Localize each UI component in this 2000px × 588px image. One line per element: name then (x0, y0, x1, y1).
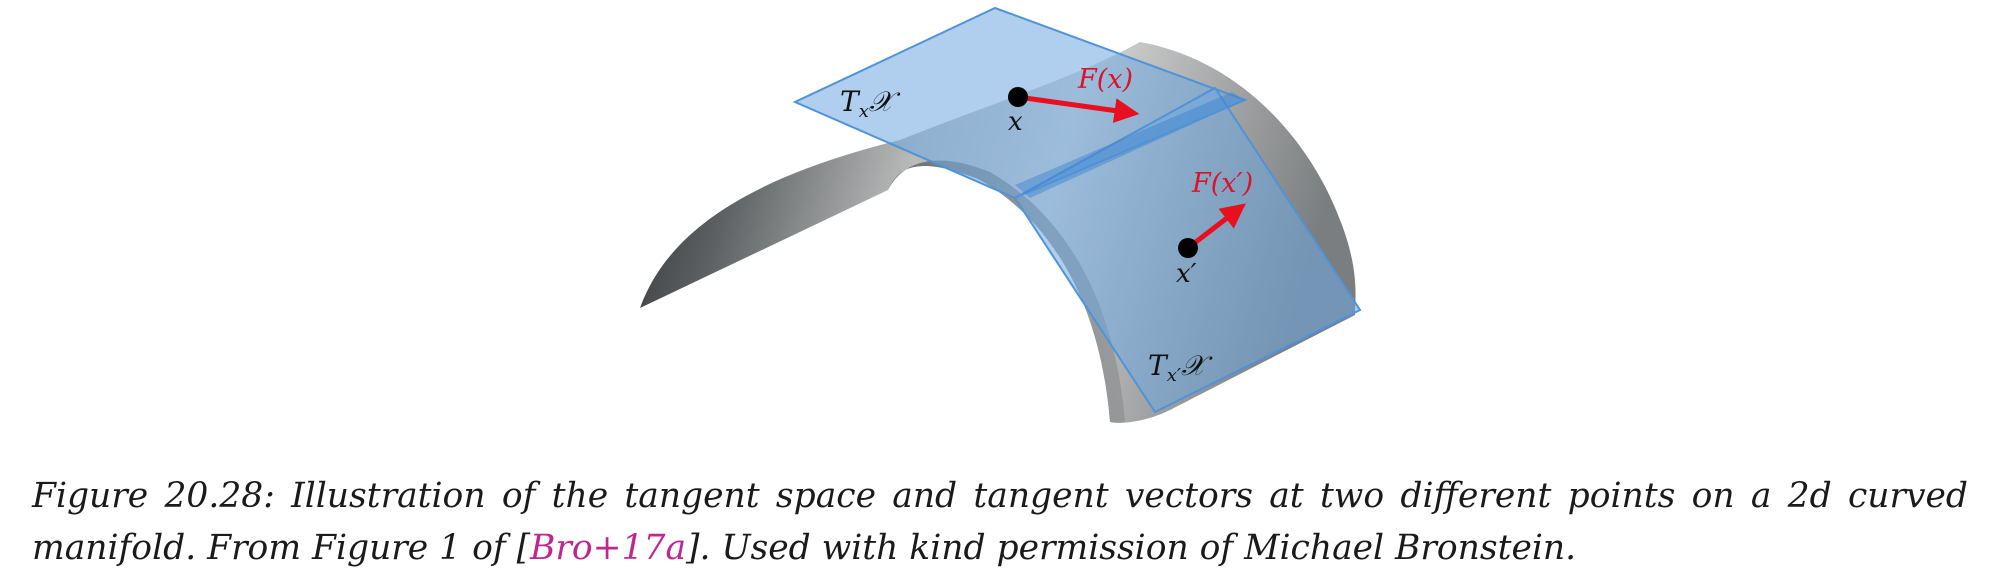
label-tangent-space-2: Tx′𝒳 (1148, 349, 1213, 386)
point-x (1008, 87, 1028, 107)
label-vector-1: F(x) (1077, 64, 1133, 95)
tangent-vector-1 (1017, 94, 1140, 123)
manifold-illustration: Tx𝒳 x F(x) F(x′) x′ Tx′𝒳 (640, 6, 1362, 423)
caption-line-1: Figure 20.28: Illustration of the tangen… (32, 476, 1968, 516)
figure-caption: Figure 20.28: Illustration of the tangen… (32, 470, 1968, 574)
point-x-prime (1178, 238, 1198, 258)
label-point-x-prime: x′ (1176, 259, 1197, 289)
label-tangent-space-1: Tx𝒳 (840, 85, 901, 122)
caption-line-2: manifold. From Figure 1 of [Bro+17a]. Us… (32, 522, 1968, 574)
caption-text-end: ]. Used with kind permission of Michael … (686, 528, 1577, 568)
label-point-x: x (1008, 107, 1023, 137)
tangent-vector-2 (1186, 203, 1246, 250)
label-vector-2: F(x′) (1191, 168, 1253, 199)
caption-text: manifold. From Figure 1 of [ (32, 528, 531, 568)
tangent-plane-overlap (1015, 92, 1245, 198)
manifold-figure: Tx𝒳 x F(x) F(x′) x′ Tx′𝒳 (640, 6, 1362, 423)
citation-link[interactable]: Bro+17a (530, 528, 687, 568)
